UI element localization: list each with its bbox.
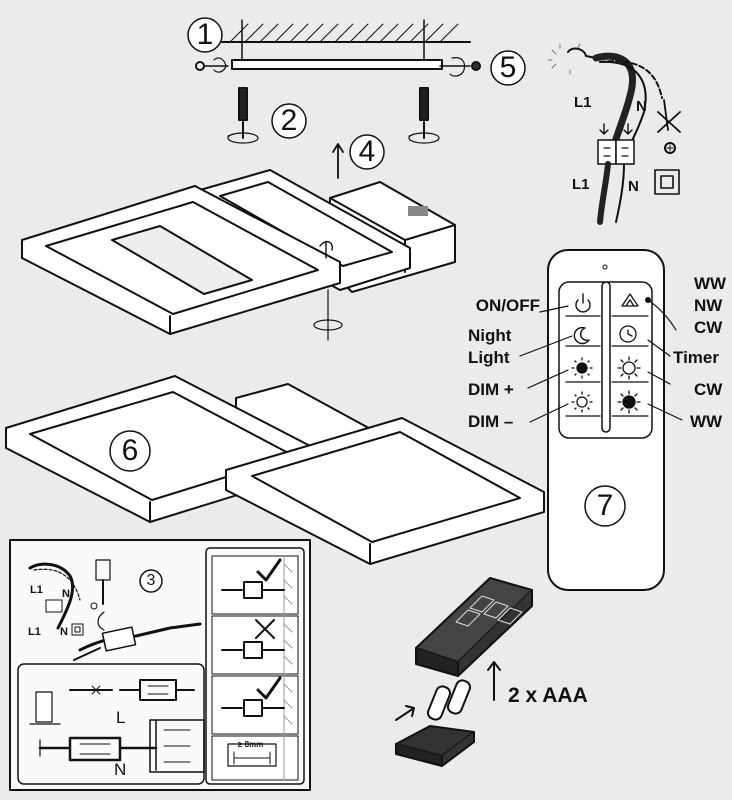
ww-label-2: WW (690, 412, 723, 431)
dim-down-icon (571, 391, 593, 413)
l1-label-small: L1 (30, 584, 43, 596)
n-label: N (636, 98, 647, 115)
cw-label: CW (694, 318, 723, 337)
remote-control (519, 249, 683, 591)
battery-label: 2 x AAA (508, 684, 588, 707)
l1-label-lower: L1 (572, 176, 590, 193)
ww-icon (617, 390, 641, 414)
mm-label: ≥ 8mm (238, 740, 264, 749)
step-1-label: 1 (196, 18, 214, 51)
night-light-icon (573, 326, 590, 345)
step-4-label: 4 (358, 135, 376, 168)
n-label-small: N (62, 588, 70, 600)
ground-icon (90, 602, 98, 610)
night-label: Night (468, 326, 512, 345)
color-cycle-icon (621, 293, 639, 307)
dim-up-icon (571, 357, 593, 379)
step-badges (109, 17, 626, 593)
check-icon (256, 676, 282, 700)
n-strip-label: N (114, 760, 127, 779)
ceiling-mount (195, 19, 481, 77)
light-label: Light (468, 348, 510, 367)
step-5-label: 5 (499, 51, 517, 84)
wiring-diagram (547, 43, 681, 225)
remote-battery (395, 577, 533, 767)
cross-icon (255, 619, 275, 639)
on-off-label: ON/OFF (475, 296, 540, 315)
screws (227, 87, 440, 144)
step-6-label: 6 (121, 434, 139, 467)
nw-label: NW (694, 296, 723, 315)
step-3-label: 3 (146, 572, 156, 589)
n-label-small-lower: N (60, 626, 68, 638)
timer-label: Timer (673, 348, 719, 367)
cw-icon (617, 356, 641, 380)
n-label-lower: N (628, 178, 639, 195)
class-ii-icon (71, 623, 84, 636)
dim-plus-label: DIM + (468, 380, 514, 399)
power-icon (575, 293, 591, 313)
cw-label-2: CW (694, 380, 723, 399)
step-2-label: 2 (280, 104, 298, 137)
l1-label-small-lower: L1 (28, 626, 41, 638)
timer-icon (619, 325, 637, 343)
dim-minus-label: DIM – (468, 412, 514, 431)
fixture-top (21, 169, 456, 341)
l-label: L (116, 708, 126, 727)
check-icon (256, 558, 282, 582)
ww-label: WW (694, 274, 727, 293)
step-7-label: 7 (596, 489, 614, 522)
lift-arrow (332, 143, 344, 179)
leader-lines (519, 299, 683, 423)
l1-label: L1 (574, 94, 592, 111)
fixture-bottom (5, 375, 545, 565)
